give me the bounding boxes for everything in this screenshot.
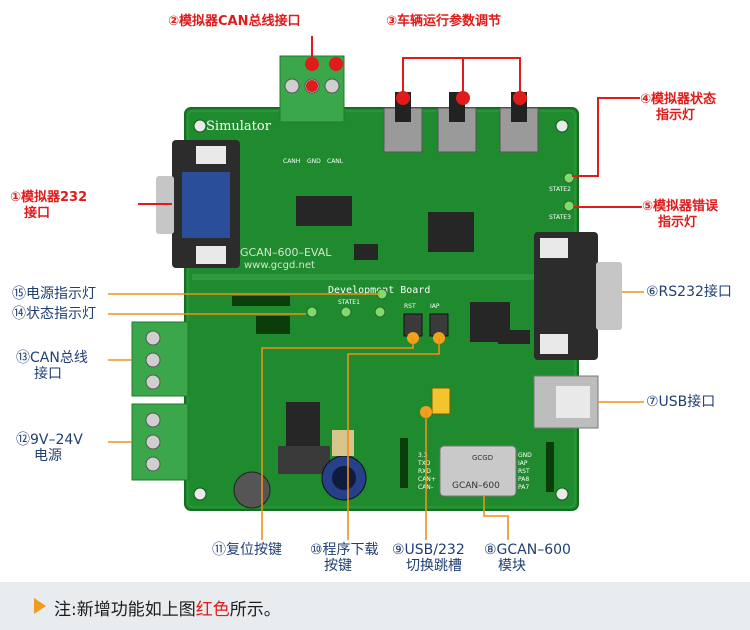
red-leaders <box>138 36 642 208</box>
footer-note: 注:新增功能如上图红色所示。 <box>0 582 750 630</box>
label-gcan-module: ⑧GCAN–600 模块 <box>484 542 571 574</box>
label-reset-button: ⑪复位按键 <box>212 542 282 558</box>
label-usb-232-jumper: ⑨USB/232 切换跳槽 <box>392 542 465 574</box>
gcan-600-module: GCGD GCAN–600 <box>439 445 517 497</box>
dev-can-terminal <box>131 321 189 397</box>
svg-text:CAN+: CAN+ <box>418 476 436 483</box>
svg-text:GCGD: GCGD <box>472 454 493 462</box>
label-error-led: ⑤模拟器错误 指示灯 <box>642 199 719 230</box>
board-diagram: Simulator Development Board GCAN–600–EVA… <box>108 36 644 540</box>
svg-text:STATE3: STATE3 <box>549 214 571 221</box>
label-usb: ⑦USB接口 <box>646 394 716 410</box>
svg-text:3.3: 3.3 <box>418 452 428 459</box>
label-simulator-232: ①模拟器232 接口 <box>10 190 88 221</box>
svg-text:STATE1: STATE1 <box>338 299 360 306</box>
svg-text:PA7: PA7 <box>518 484 529 491</box>
svg-text:RXD: RXD <box>418 468 431 475</box>
mcu-chip <box>428 212 474 252</box>
svg-text:IAP: IAP <box>518 460 528 467</box>
simulator-silk: Simulator <box>206 119 272 134</box>
label-download-button: ⑩程序下载 按键 <box>310 542 379 574</box>
svg-text:GND: GND <box>518 452 532 459</box>
rs232-connector <box>534 232 622 360</box>
svg-text:IAP: IAP <box>430 303 440 310</box>
power-terminal <box>131 403 189 481</box>
note-text: 注:新增功能如上图红色所示。 <box>54 600 281 620</box>
label-simulator-can: ②模拟器CAN总线接口 <box>168 14 301 29</box>
svg-text:PA8: PA8 <box>518 476 529 483</box>
label-power-led: ⑮电源指示灯 <box>12 286 96 302</box>
diagram-stage: Simulator Development Board GCAN–600–EVA… <box>10 14 732 574</box>
svg-text:TXD: TXD <box>417 460 431 467</box>
usb-232-jumper <box>431 387 451 415</box>
svg-text:CANH: CANH <box>283 158 300 165</box>
db9-simulator-connector <box>156 140 240 268</box>
orange-leaders <box>108 291 644 540</box>
arrow-bullet-icon <box>34 598 46 614</box>
svg-text:RST: RST <box>518 468 530 475</box>
label-power-supply: ⑫9V–24V 电源 <box>16 432 83 464</box>
svg-text:GND: GND <box>307 158 321 165</box>
svg-text:GCAN–600: GCAN–600 <box>452 481 500 491</box>
label-can-bus: ⑬CAN总线 接口 <box>16 350 88 382</box>
url-silk: www.gcgd.net <box>244 260 315 271</box>
label-param-adjust: ③车辆运行参数调节 <box>386 14 502 29</box>
label-rs232: ⑥RS232接口 <box>646 284 732 300</box>
svg-text:RST: RST <box>404 303 416 310</box>
simulator-can-terminal <box>279 55 345 123</box>
svg-text:CANL: CANL <box>327 158 344 165</box>
svg-text:STATE2: STATE2 <box>549 186 571 193</box>
module-pins-right: GND IAP RST PA8 PA7 <box>518 452 532 491</box>
model-silk: GCAN–600–EVAL <box>240 246 332 259</box>
potentiometer-knobs <box>383 91 539 153</box>
label-state-led: ④模拟器状态 指示灯 <box>640 92 717 123</box>
label-status-led: ⑭状态指示灯 <box>12 306 96 322</box>
